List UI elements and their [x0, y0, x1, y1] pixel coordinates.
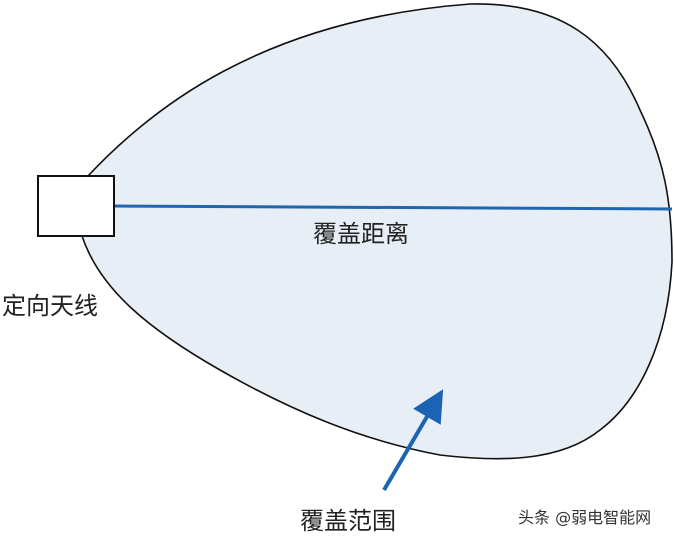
coverage-range-label: 覆盖范围: [300, 507, 396, 535]
antenna-label: 定向天线: [2, 292, 98, 320]
coverage-area-shape: [81, 3, 673, 460]
watermark: 头条 @弱电智能网: [518, 508, 652, 527]
coverage-distance-line: [113, 204, 673, 211]
antenna-box: [37, 175, 115, 237]
coverage-range-arrow: [382, 389, 444, 492]
coverage-distance-label: 覆盖距离: [313, 220, 409, 248]
